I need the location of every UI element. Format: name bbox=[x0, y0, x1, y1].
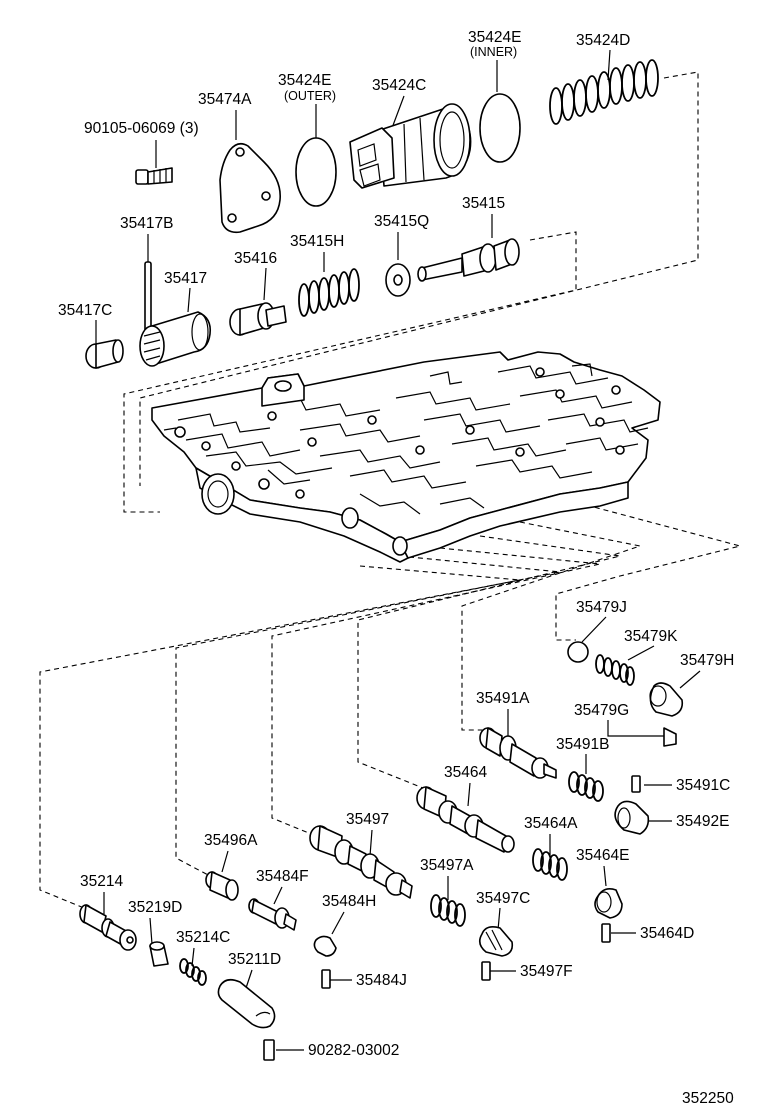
part-35474a-cover[interactable] bbox=[219, 142, 281, 234]
part-35497c-plug[interactable] bbox=[478, 926, 514, 957]
part-35214c-spring[interactable] bbox=[179, 958, 207, 986]
part-label-35211d[interactable]: 35211D bbox=[228, 951, 281, 968]
part-35497f-pin[interactable] bbox=[481, 961, 491, 981]
part-label-35424e-inner[interactable]: 35424E bbox=[468, 29, 521, 46]
part-label-35417[interactable]: 35417 bbox=[164, 270, 207, 287]
part-label-35491c[interactable]: 35491C bbox=[676, 777, 730, 794]
part-label-35491a[interactable]: 35491A bbox=[476, 690, 530, 707]
part-label-35214c[interactable]: 35214C bbox=[176, 929, 230, 946]
part-35492e-plug[interactable] bbox=[614, 800, 650, 835]
part-35417c-plug[interactable] bbox=[85, 339, 124, 369]
part-35479g-pin[interactable] bbox=[663, 727, 677, 747]
part-35479k-spring[interactable] bbox=[595, 654, 635, 686]
part-35484f-valve[interactable] bbox=[248, 898, 297, 931]
part-label-35484h[interactable]: 35484H bbox=[322, 893, 376, 910]
part-label-35497[interactable]: 35497 bbox=[346, 811, 389, 828]
part-35464e-cap[interactable] bbox=[594, 888, 623, 919]
part-label-35479h[interactable]: 35479H bbox=[680, 652, 734, 669]
part-label-90105-06069[interactable]: 90105-06069 (3) bbox=[84, 120, 199, 137]
part-35464-valve[interactable] bbox=[416, 786, 515, 853]
part-label-35497a[interactable]: 35497A bbox=[420, 857, 474, 874]
part-35415q-washer[interactable] bbox=[385, 263, 411, 297]
figure-number: 352250 bbox=[682, 1090, 734, 1107]
assembly-dashed-lines bbox=[39, 71, 743, 909]
part-35464d-pin[interactable] bbox=[601, 923, 611, 943]
part-label-35479k[interactable]: 35479K bbox=[624, 628, 678, 645]
part-label-35464d[interactable]: 35464D bbox=[640, 925, 694, 942]
body-port-left bbox=[201, 473, 235, 515]
part-label-35417b[interactable]: 35417B bbox=[120, 215, 173, 232]
part-35219d-plug[interactable] bbox=[149, 941, 169, 967]
part-label-35424c[interactable]: 35424C bbox=[372, 77, 426, 94]
part-label-35219d[interactable]: 35219D bbox=[128, 899, 182, 916]
part-90105-06069-bolt[interactable] bbox=[135, 167, 173, 185]
part-35424d-spring[interactable] bbox=[549, 59, 659, 125]
part-label-35464e[interactable]: 35464E bbox=[576, 847, 629, 864]
part-label-35415q[interactable]: 35415Q bbox=[374, 213, 429, 230]
part-label-35416[interactable]: 35416 bbox=[234, 250, 277, 267]
part-label-35479g[interactable]: 35479G bbox=[574, 702, 629, 719]
part-35214-valve[interactable] bbox=[79, 904, 137, 951]
part-label-35424e-outer[interactable]: 35424E bbox=[278, 72, 331, 89]
part-label-35415[interactable]: 35415 bbox=[462, 195, 505, 212]
part-35484j-pin[interactable] bbox=[321, 969, 331, 989]
part-35416-plunger[interactable] bbox=[229, 302, 287, 336]
part-35415-valve[interactable] bbox=[417, 238, 520, 282]
part-label-35491b[interactable]: 35491B bbox=[556, 736, 609, 753]
part-label-35484f[interactable]: 35484F bbox=[256, 868, 309, 885]
part-label-35492e[interactable]: 35492E bbox=[676, 813, 729, 830]
part-35497-valve[interactable] bbox=[309, 825, 413, 899]
part-35479h-cap[interactable] bbox=[649, 682, 684, 717]
part-note-inner: (INNER) bbox=[470, 45, 517, 59]
part-label-35496a[interactable]: 35496A bbox=[204, 832, 258, 849]
part-35211d-valve[interactable] bbox=[217, 978, 276, 1029]
part-label-35214[interactable]: 35214 bbox=[80, 873, 123, 890]
part-35415h-spring[interactable] bbox=[298, 268, 360, 317]
part-35497a-spring[interactable] bbox=[430, 894, 466, 927]
part-35491b-spring[interactable] bbox=[568, 771, 604, 802]
part-35417-sleeve[interactable] bbox=[139, 311, 212, 367]
part-label-35497f[interactable]: 35497F bbox=[520, 963, 573, 980]
part-label-90282-03002[interactable]: 90282-03002 bbox=[308, 1042, 399, 1059]
part-35424e-inner-oring[interactable] bbox=[479, 93, 521, 163]
part-labels: 35424E (INNER) 35424D 35424E (OUTER) 354… bbox=[58, 29, 734, 1107]
part-label-35497c[interactable]: 35497C bbox=[476, 890, 530, 907]
valve-body[interactable] bbox=[151, 351, 661, 563]
leader-lines bbox=[95, 49, 701, 1051]
part-label-35417c[interactable]: 35417C bbox=[58, 302, 112, 319]
part-35424e-outer-oring[interactable] bbox=[295, 137, 337, 207]
part-label-35415h[interactable]: 35415H bbox=[290, 233, 344, 250]
part-35491a-valve[interactable] bbox=[479, 727, 557, 779]
part-note-outer: (OUTER) bbox=[284, 89, 336, 103]
part-label-35464a[interactable]: 35464A bbox=[524, 815, 578, 832]
part-35496a-plug[interactable] bbox=[205, 871, 239, 901]
part-35479j-ball[interactable] bbox=[567, 641, 589, 663]
part-35464a-spring[interactable] bbox=[532, 848, 568, 881]
part-label-35484j[interactable]: 35484J bbox=[356, 972, 407, 989]
part-label-35474a[interactable]: 35474A bbox=[198, 91, 252, 108]
part-label-35424d[interactable]: 35424D bbox=[576, 32, 630, 49]
part-label-35464[interactable]: 35464 bbox=[444, 764, 487, 781]
part-35491c-pin[interactable] bbox=[631, 775, 641, 793]
part-90282-03002-pin[interactable] bbox=[263, 1039, 275, 1061]
part-35484h-plug[interactable] bbox=[313, 935, 337, 957]
part-35424c-sleeve[interactable] bbox=[349, 103, 472, 189]
part-label-35479j[interactable]: 35479J bbox=[576, 599, 627, 616]
